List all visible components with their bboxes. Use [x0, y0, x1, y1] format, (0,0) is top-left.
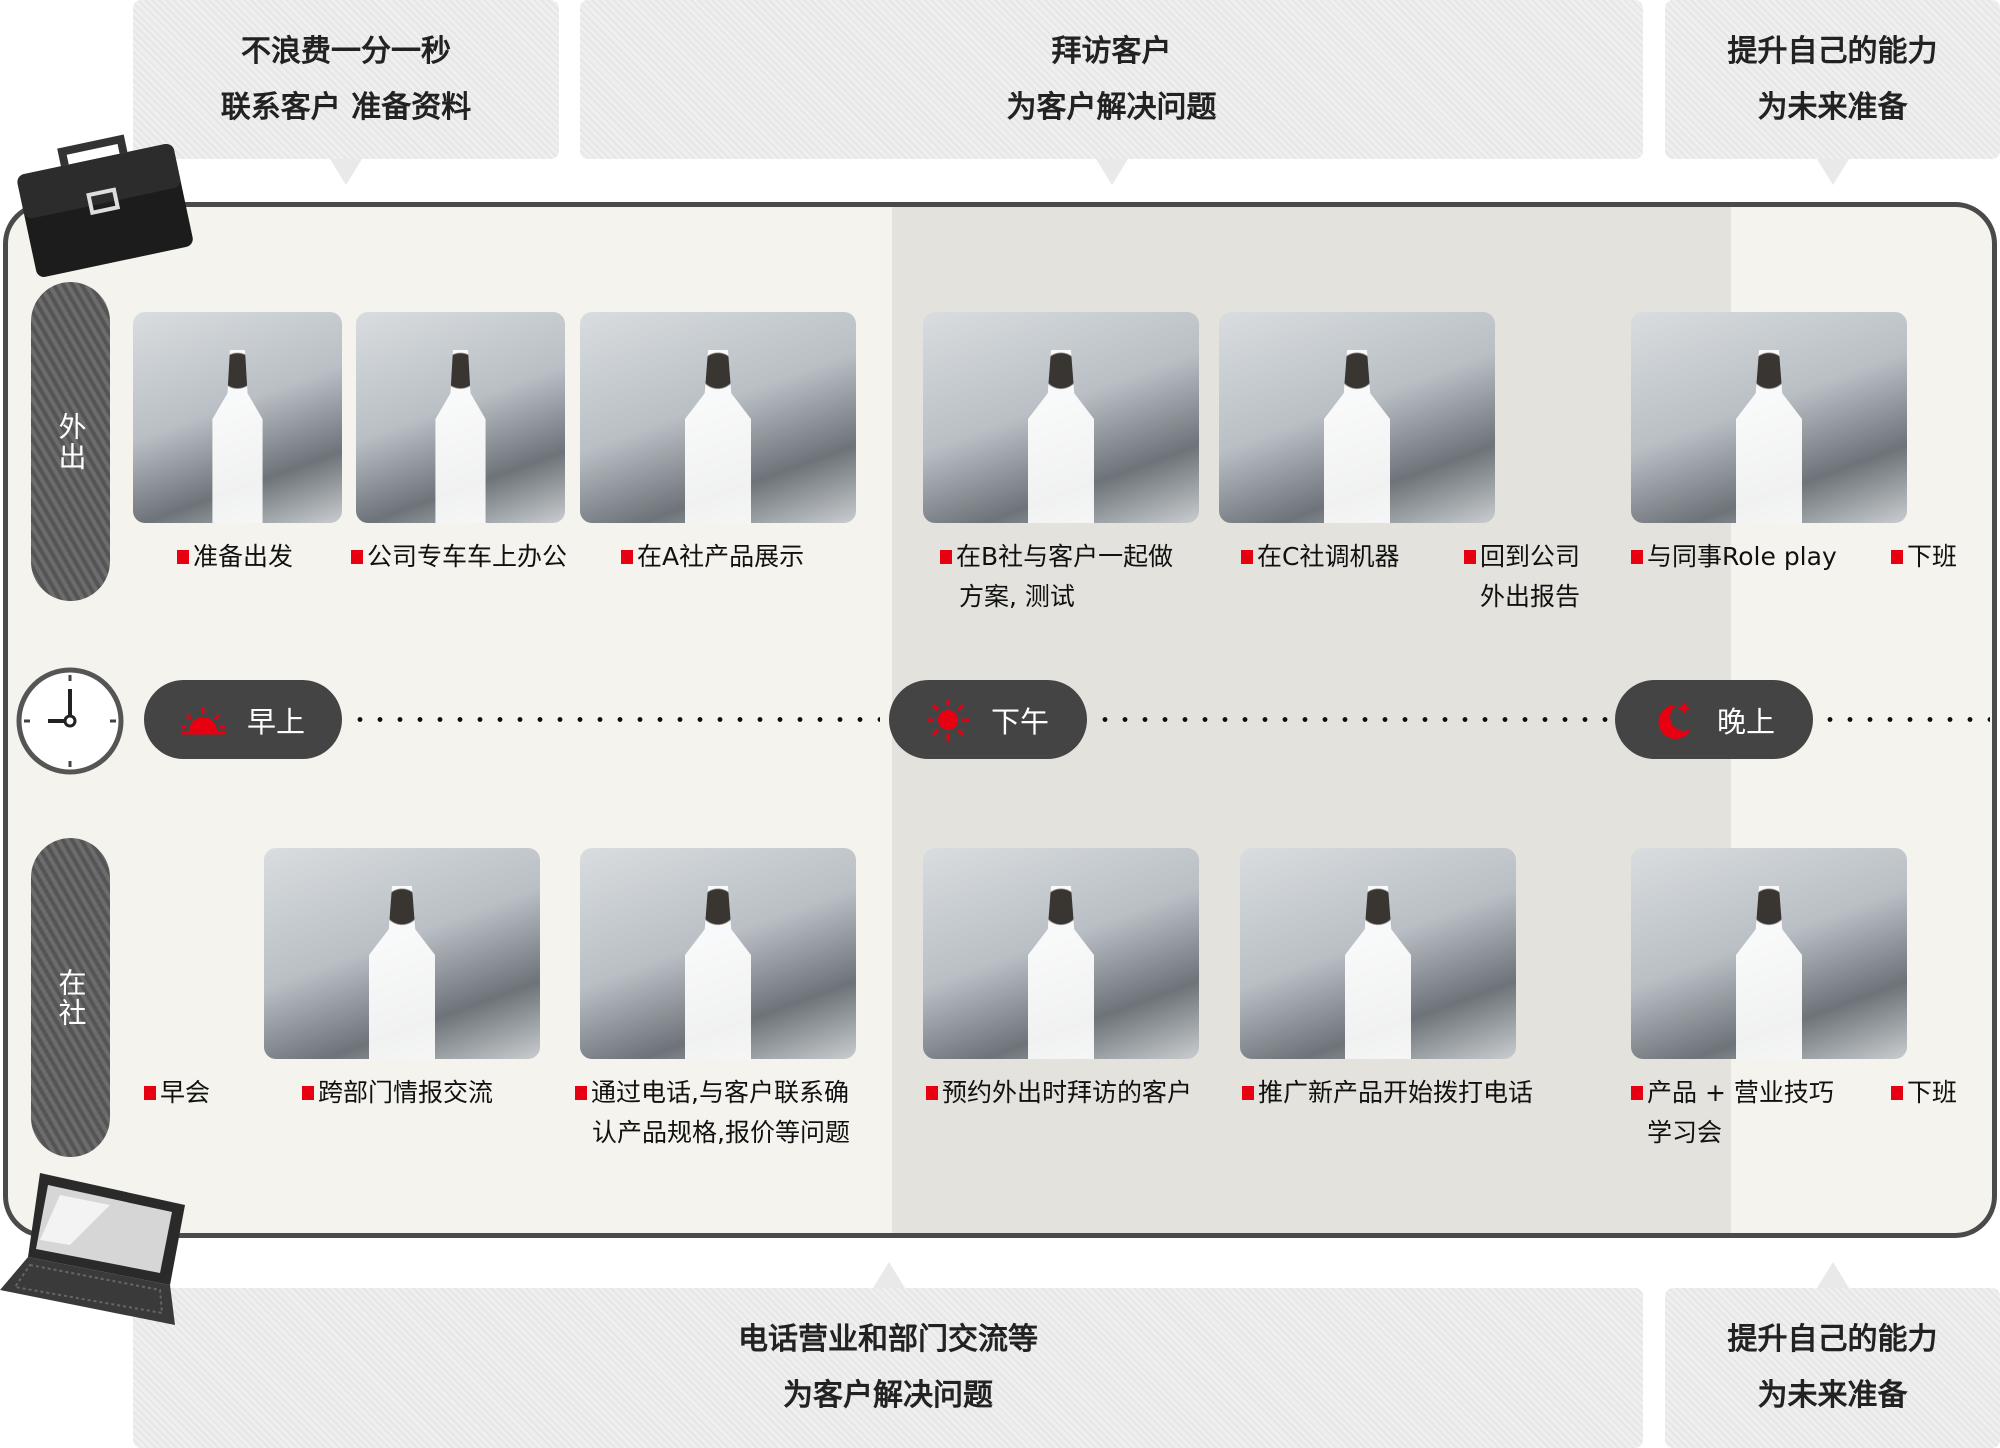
bullet-icon [1631, 550, 1643, 564]
bullet-icon [144, 1086, 156, 1100]
callout-line: 提升自己的能力 [1727, 33, 1938, 69]
bullet-icon [940, 550, 952, 564]
office-item-label-line2: 学习会 [1647, 1118, 1723, 1147]
office-item-label-line2: 认产品规格,报价等问题 [592, 1118, 850, 1147]
bullet-icon [1891, 550, 1903, 564]
callout-pointer [1817, 159, 1849, 185]
photo-role-play [1631, 312, 1907, 523]
callout-pointer [1096, 159, 1128, 185]
bullet-icon [1242, 1086, 1254, 1100]
label-text: 回到公司 [1480, 542, 1581, 571]
bullet-icon [1241, 550, 1253, 564]
out-item-label: 准备出发 [177, 537, 293, 577]
moon-icon [1658, 700, 1691, 739]
callout-line: 为未来准备 [1757, 89, 1908, 125]
clock-icon [16, 667, 124, 775]
bullet-icon [926, 1086, 938, 1100]
office-item-label: 产品 + 营业技巧 [1631, 1073, 1834, 1113]
callout-line: 联系客户 准备资料 [220, 89, 472, 125]
label-text: 在C社调机器 [1257, 542, 1400, 571]
office-item-label: 通过电话,与客户联系确 [575, 1073, 849, 1113]
sun-icon [926, 698, 969, 741]
callout-line: 电话营业和部门交流等 [738, 1322, 1038, 1357]
callout-office-sales: 电话营业和部门交流等 为客户解决问题 [133, 1288, 1643, 1448]
label-text: 早会 [160, 1078, 211, 1107]
office-item-label: 推广新产品开始拨打电话 [1242, 1073, 1533, 1113]
label-text: 跨部门情报交流 [318, 1078, 494, 1107]
photo-training [1631, 848, 1907, 1059]
sunrise-icon [180, 706, 225, 734]
out-item-label: 在B社与客户一起做 [940, 537, 1173, 577]
time-label: 晚上 [1716, 704, 1775, 739]
label-text: 产品 + 营业技巧 [1647, 1078, 1834, 1107]
briefcase-icon [17, 134, 193, 277]
time-pill-afternoon: 下午 [889, 680, 1087, 759]
office-item-label: 下班 [1891, 1073, 1957, 1113]
label-text: 推广新产品开始拨打电话 [1258, 1078, 1534, 1107]
photo-product-demo [580, 312, 856, 523]
office-item-label: 早会 [144, 1073, 210, 1113]
bullet-icon [351, 550, 363, 564]
photo-info-exchange [264, 848, 540, 1059]
timeline-dots [1095, 717, 1610, 722]
out-item-label-line2: 方案, 测试 [959, 582, 1075, 611]
callout-line: 为客户解决问题 [783, 1378, 993, 1413]
timeline-dots [350, 717, 880, 722]
callout-afternoon-out: 拜访客户 为客户解决问题 [580, 0, 1643, 159]
time-label: 下午 [990, 704, 1049, 739]
out-item-label: 公司专车车上办公 [351, 537, 567, 577]
photo-phone-call [580, 848, 856, 1059]
out-item-label: 回到公司 [1464, 537, 1580, 577]
photo-appointment [923, 848, 1199, 1059]
time-pill-evening: 晚上 [1615, 680, 1813, 759]
photo-testing [923, 312, 1199, 523]
callout-pointer [1817, 1262, 1849, 1288]
time-label: 早上 [246, 704, 305, 739]
out-item-label: 在C社调机器 [1241, 537, 1399, 577]
office-item-label: 预约外出时拜访的客户 [926, 1073, 1192, 1113]
bullet-icon [302, 1086, 314, 1100]
callout-pointer [873, 1262, 905, 1288]
callout-line: 不浪费一分一秒 [241, 33, 451, 69]
photo-machine-tuning [1219, 312, 1495, 523]
out-item-label: 与同事Role play [1631, 537, 1837, 577]
callout-morning-out: 不浪费一分一秒 联系客户 准备资料 [133, 0, 559, 159]
photo-cold-calls [1240, 848, 1516, 1059]
bullet-icon [1464, 550, 1476, 564]
timeline-dots [1820, 717, 1990, 722]
label-text: 在B社与客户一起做 [956, 542, 1174, 571]
bullet-icon [1891, 1086, 1903, 1100]
side-label-office: 在社 [31, 838, 110, 1157]
callout-line: 为客户解决问题 [1006, 89, 1217, 125]
label-text: 预约外出时拜访的客户 [942, 1078, 1193, 1107]
bullet-icon [575, 1086, 587, 1100]
callout-pointer [330, 159, 362, 185]
laptop-icon [0, 1173, 185, 1325]
bullet-icon [1631, 1086, 1643, 1100]
label-text: 在A社产品展示 [637, 542, 805, 571]
label-text: 下班 [1907, 542, 1958, 571]
out-item-label: 在A社产品展示 [621, 537, 804, 577]
label-text: 与同事Role play [1647, 542, 1837, 571]
bullet-icon [177, 550, 189, 564]
callout-evening-out: 提升自己的能力 为未来准备 [1665, 0, 2000, 159]
label-text: 通过电话,与客户联系确 [591, 1078, 849, 1107]
bullet-icon [621, 550, 633, 564]
side-label-out: 外出 [31, 282, 110, 601]
label-text: 公司专车车上办公 [367, 542, 568, 571]
photo-prepare [133, 312, 342, 523]
label-text: 下班 [1907, 1078, 1958, 1107]
callout-line: 拜访客户 [1051, 33, 1172, 69]
office-item-label: 跨部门情报交流 [302, 1073, 493, 1113]
out-item-label-line2: 外出报告 [1480, 582, 1581, 611]
callout-line: 为未来准备 [1757, 1378, 1908, 1413]
out-item-label: 下班 [1891, 537, 1957, 577]
photo-car-office [356, 312, 565, 523]
callout-evening-office: 提升自己的能力 为未来准备 [1665, 1288, 2000, 1448]
time-pill-morning: 早上 [144, 680, 342, 759]
callout-line: 提升自己的能力 [1727, 1322, 1938, 1357]
label-text: 准备出发 [193, 542, 294, 571]
